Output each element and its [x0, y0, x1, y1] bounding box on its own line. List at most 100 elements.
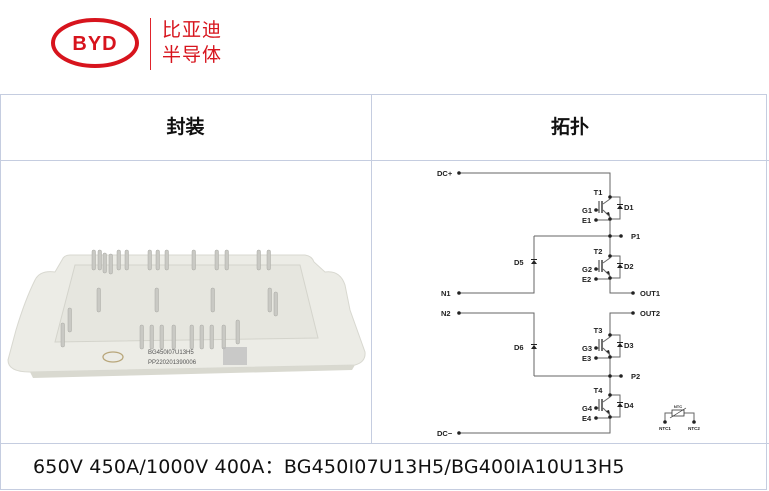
terminal-label: E4 [582, 414, 592, 423]
terminal-dot [619, 374, 623, 378]
wire [602, 407, 611, 421]
pin [224, 249, 229, 271]
terminal-dot [619, 234, 623, 238]
pin [267, 287, 272, 313]
pin [256, 249, 261, 271]
svg-text:BYD: BYD [72, 33, 117, 55]
pin [67, 307, 72, 333]
diode-icon [531, 345, 537, 349]
terminal-label: P1 [631, 232, 640, 241]
emitter-arrow [606, 212, 610, 216]
pin [154, 287, 159, 313]
emitter-arrow [606, 350, 610, 354]
pin [199, 324, 204, 350]
terminal-dot [594, 416, 598, 420]
pin [96, 287, 101, 313]
pin [235, 319, 240, 345]
divider [0, 443, 769, 444]
terminal-label: DC− [437, 429, 453, 438]
terminal-label: D2 [624, 262, 634, 271]
byd-logo: BYD [51, 18, 139, 68]
terminal-label: N1 [441, 289, 451, 298]
terminal-dot [608, 276, 612, 280]
ntc-slash [669, 407, 687, 419]
module-logo-mark [102, 351, 124, 363]
pin [102, 252, 107, 274]
pin [214, 249, 219, 271]
brand-line-1: 比亚迪 [162, 19, 223, 41]
terminal-dot [457, 311, 461, 315]
wire [664, 412, 672, 422]
terminal-dot [631, 311, 635, 315]
terminal-dot [594, 346, 598, 350]
diode-icon [617, 205, 623, 209]
terminal-dot [608, 254, 612, 258]
terminal-dot [594, 218, 598, 222]
wire [459, 172, 611, 193]
terminal-label: G1 [582, 206, 592, 215]
terminal-dot [594, 277, 598, 281]
column-header-topology: 拓扑 [550, 116, 589, 138]
pin [124, 249, 129, 271]
module-pins [60, 249, 278, 350]
terminal-dot [663, 420, 667, 424]
terminal-label: DC+ [437, 169, 453, 178]
terminal-label: G3 [582, 344, 592, 353]
pin [273, 291, 278, 317]
terminal-label: T4 [594, 386, 604, 395]
wire [602, 252, 611, 264]
pin [147, 249, 152, 271]
terminal-label: P2 [631, 372, 640, 381]
pin [209, 324, 214, 350]
wire [602, 193, 611, 205]
terminal-dot [608, 217, 612, 221]
pin [155, 249, 160, 271]
diode-icon [531, 260, 537, 264]
ntc-thermistor-icon [671, 409, 685, 417]
terminal-label: NTC1 [659, 426, 671, 431]
terminal-dot [608, 393, 612, 397]
terminal-dot [457, 431, 461, 435]
pin [191, 249, 196, 271]
terminal-dot [631, 291, 635, 295]
wire [609, 312, 633, 331]
divider [0, 160, 769, 161]
module-photo: BG450I07U13H5 PP220201390006 [7, 249, 366, 378]
wire [602, 209, 611, 223]
terminal-dot [608, 234, 612, 238]
terminal-label: NTC2 [688, 426, 700, 431]
terminal-label: T2 [594, 247, 603, 256]
pin [159, 324, 164, 350]
terminal-label: T1 [594, 188, 603, 197]
pin [97, 249, 102, 271]
module-serial-marking: PP220201390006 [148, 360, 197, 366]
diode-icon [617, 264, 623, 268]
product-spec-line: 650V 450A/1000V 400A：BG450I07U13H5/BG400… [33, 456, 625, 478]
pin [149, 324, 154, 350]
module-part-marking: BG450I07U13H5 [148, 350, 194, 356]
wire [602, 347, 611, 361]
pin [116, 249, 121, 271]
pin [171, 324, 176, 350]
terminal-dot [594, 356, 598, 360]
diode-icon [617, 343, 623, 347]
terminal-dot [457, 171, 461, 175]
terminal-label: E1 [582, 216, 591, 225]
terminal-label: D5 [514, 258, 524, 267]
terminal-label: T3 [594, 326, 603, 335]
terminal-dot [608, 355, 612, 359]
emitter-arrow [606, 271, 610, 275]
wire [609, 282, 633, 294]
spec-table [0, 94, 767, 490]
terminal-dot [608, 333, 612, 337]
terminal-dot [608, 415, 612, 419]
terminal-dot [594, 267, 598, 271]
terminal-label: G4 [582, 404, 593, 413]
wire [459, 421, 611, 434]
column-header-package: 封装 [166, 116, 205, 138]
wire [602, 391, 611, 403]
pin [266, 249, 271, 271]
terminal-label: NTC [674, 404, 682, 409]
terminal-dot [594, 406, 598, 410]
